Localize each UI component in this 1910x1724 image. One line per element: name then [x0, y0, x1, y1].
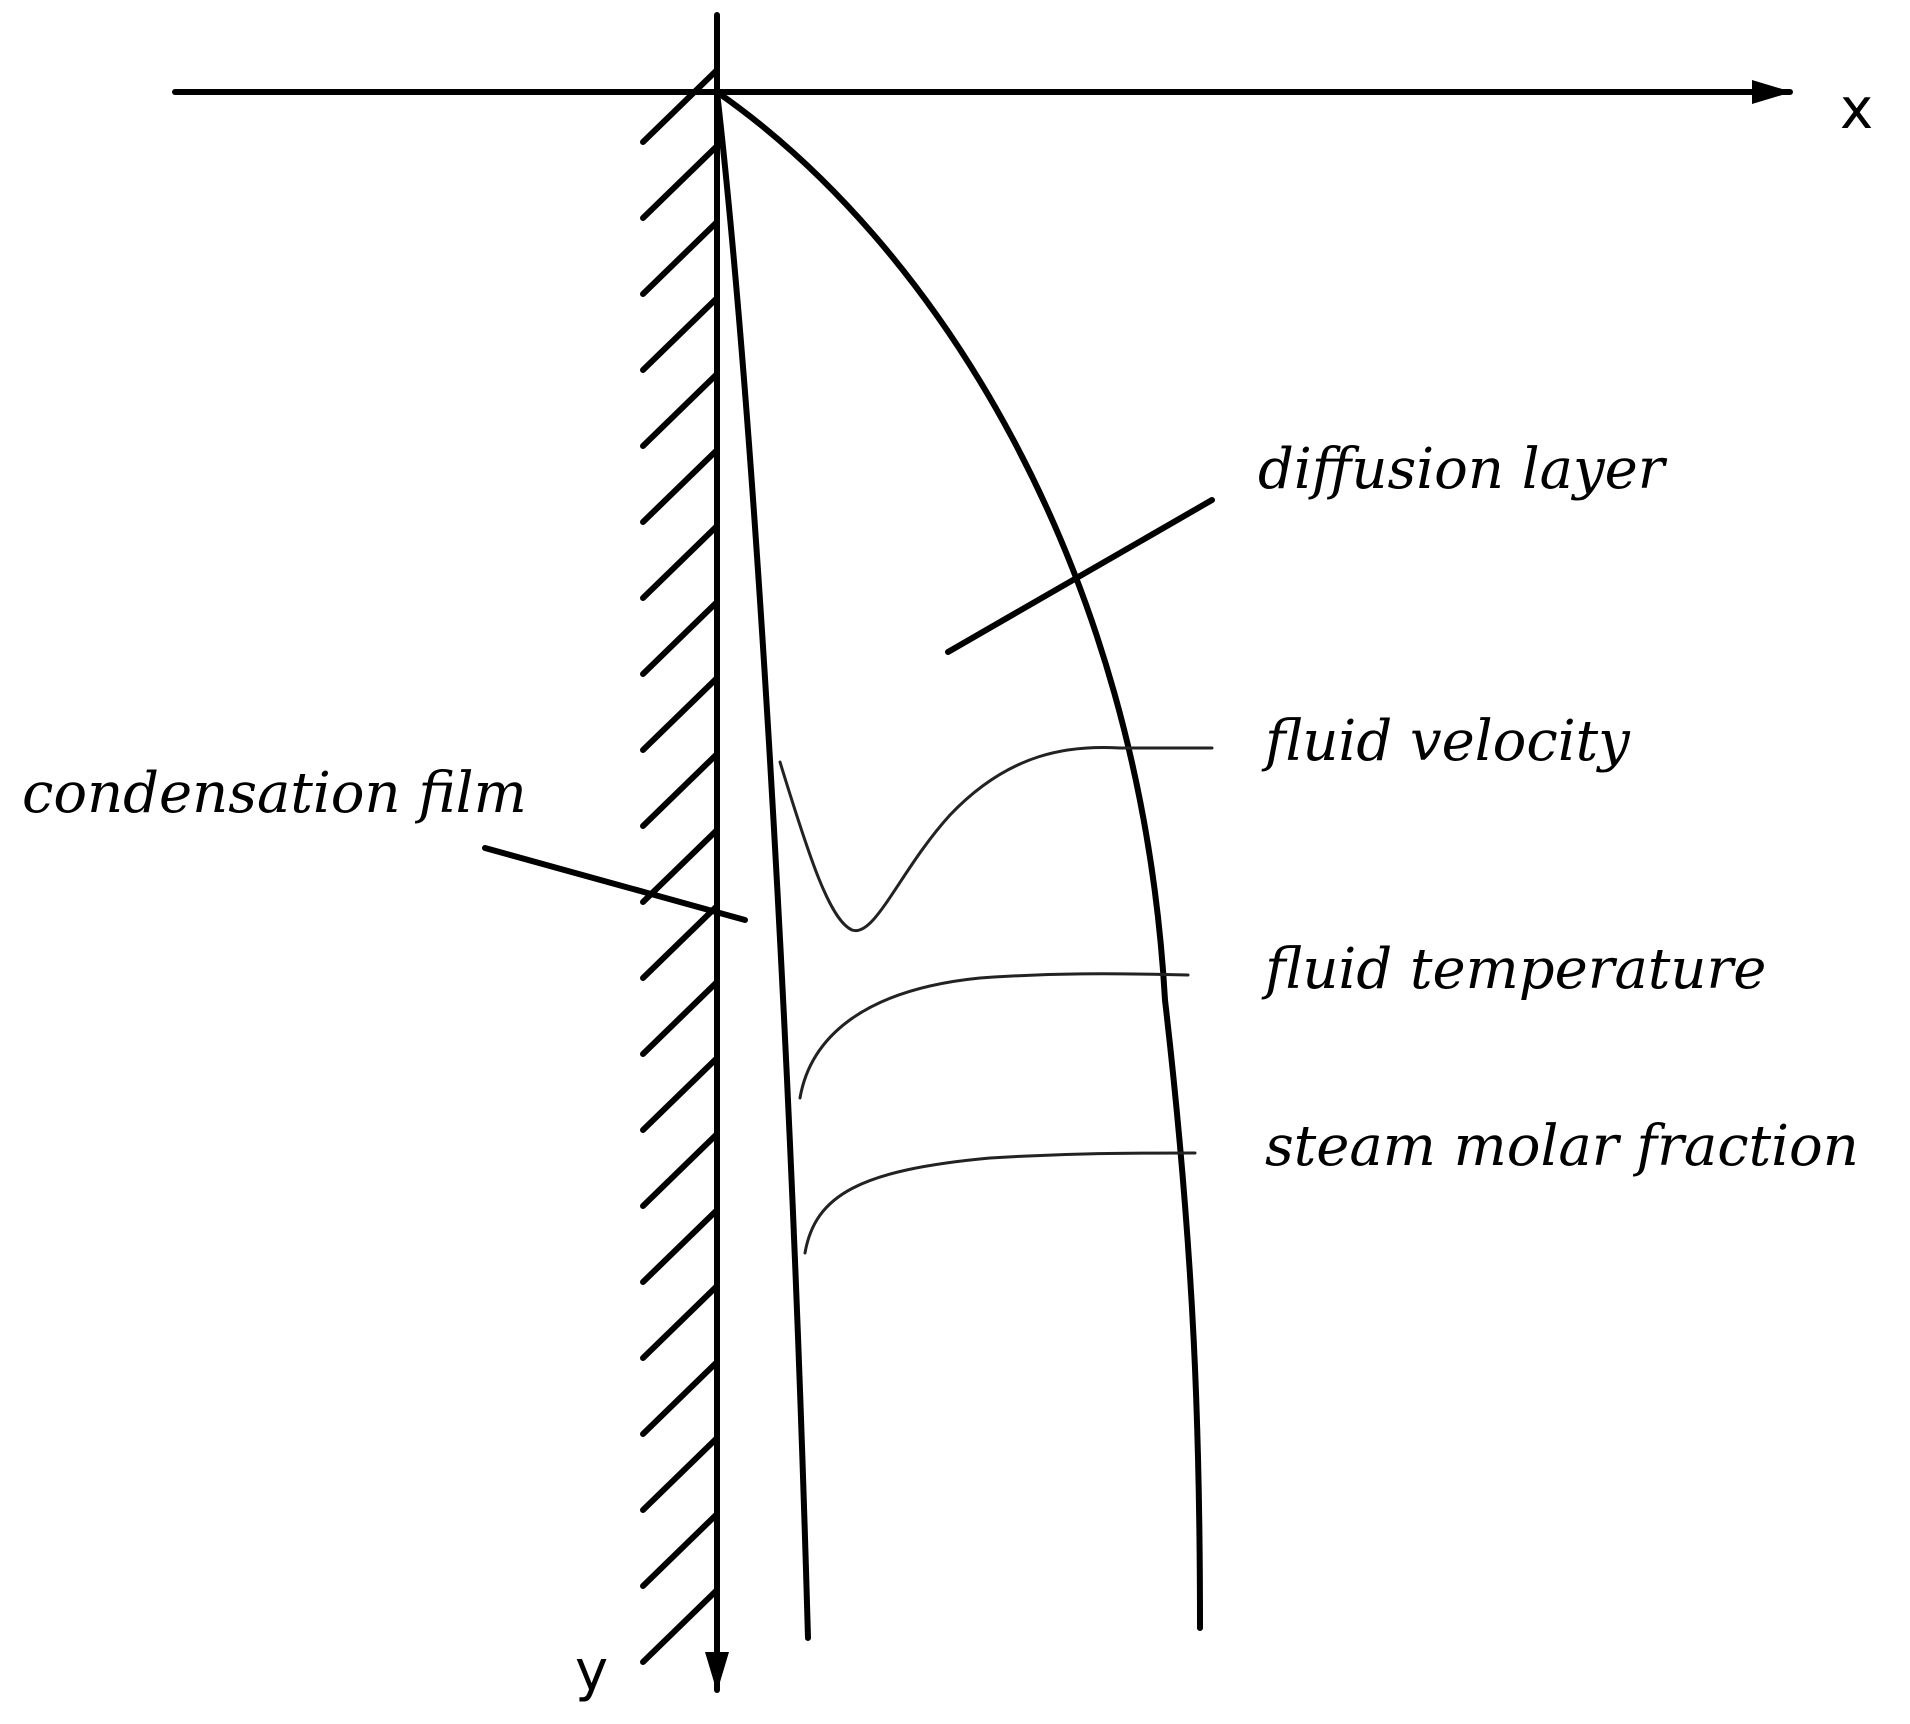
hatch-mark	[640, 827, 720, 905]
hatch-mark	[640, 67, 720, 145]
hatch-mark	[640, 979, 720, 1057]
hatch-mark	[640, 143, 720, 221]
hatch-mark	[640, 523, 720, 601]
hatch-mark	[640, 1359, 720, 1437]
fluid-temperature-curve	[798, 972, 1190, 1100]
hatch-mark	[640, 1283, 720, 1361]
hatch-mark	[640, 751, 720, 829]
condensation-film-leader	[482, 845, 748, 923]
hatch-mark	[640, 295, 720, 373]
fluid-temperature-label: fluid temperature	[1261, 937, 1766, 1002]
diffusion-layer-boundary	[714, 89, 1203, 1631]
hatch-mark	[640, 219, 720, 297]
diffusion-layer-leader	[945, 497, 1215, 655]
steam-molar-fraction-label: steam molar fraction	[1265, 1114, 1859, 1179]
film-boundary-line	[714, 89, 811, 1641]
steam-molar-fraction-curve	[803, 1151, 1197, 1255]
hatch-mark	[640, 1435, 720, 1513]
diffusion-layer-label: diffusion layer	[1258, 437, 1668, 502]
wall-hatching	[640, 67, 720, 1665]
hatch-mark	[640, 1207, 720, 1285]
hatch-mark	[640, 599, 720, 677]
hatch-mark	[640, 903, 720, 981]
fluid-velocity-curve	[778, 745, 1214, 933]
fluid-velocity-label: fluid velocity	[1261, 709, 1631, 774]
hatch-mark	[640, 1131, 720, 1209]
hatch-mark	[640, 1511, 720, 1589]
condensation-film-label: condensation film	[22, 761, 527, 826]
y-axis-label: y	[575, 1639, 608, 1704]
hatch-mark	[640, 447, 720, 525]
x-axis-label: x	[1840, 77, 1873, 142]
hatch-mark	[640, 371, 720, 449]
hatch-mark	[640, 1587, 720, 1665]
hatch-mark	[640, 1055, 720, 1133]
hatch-mark	[640, 675, 720, 753]
